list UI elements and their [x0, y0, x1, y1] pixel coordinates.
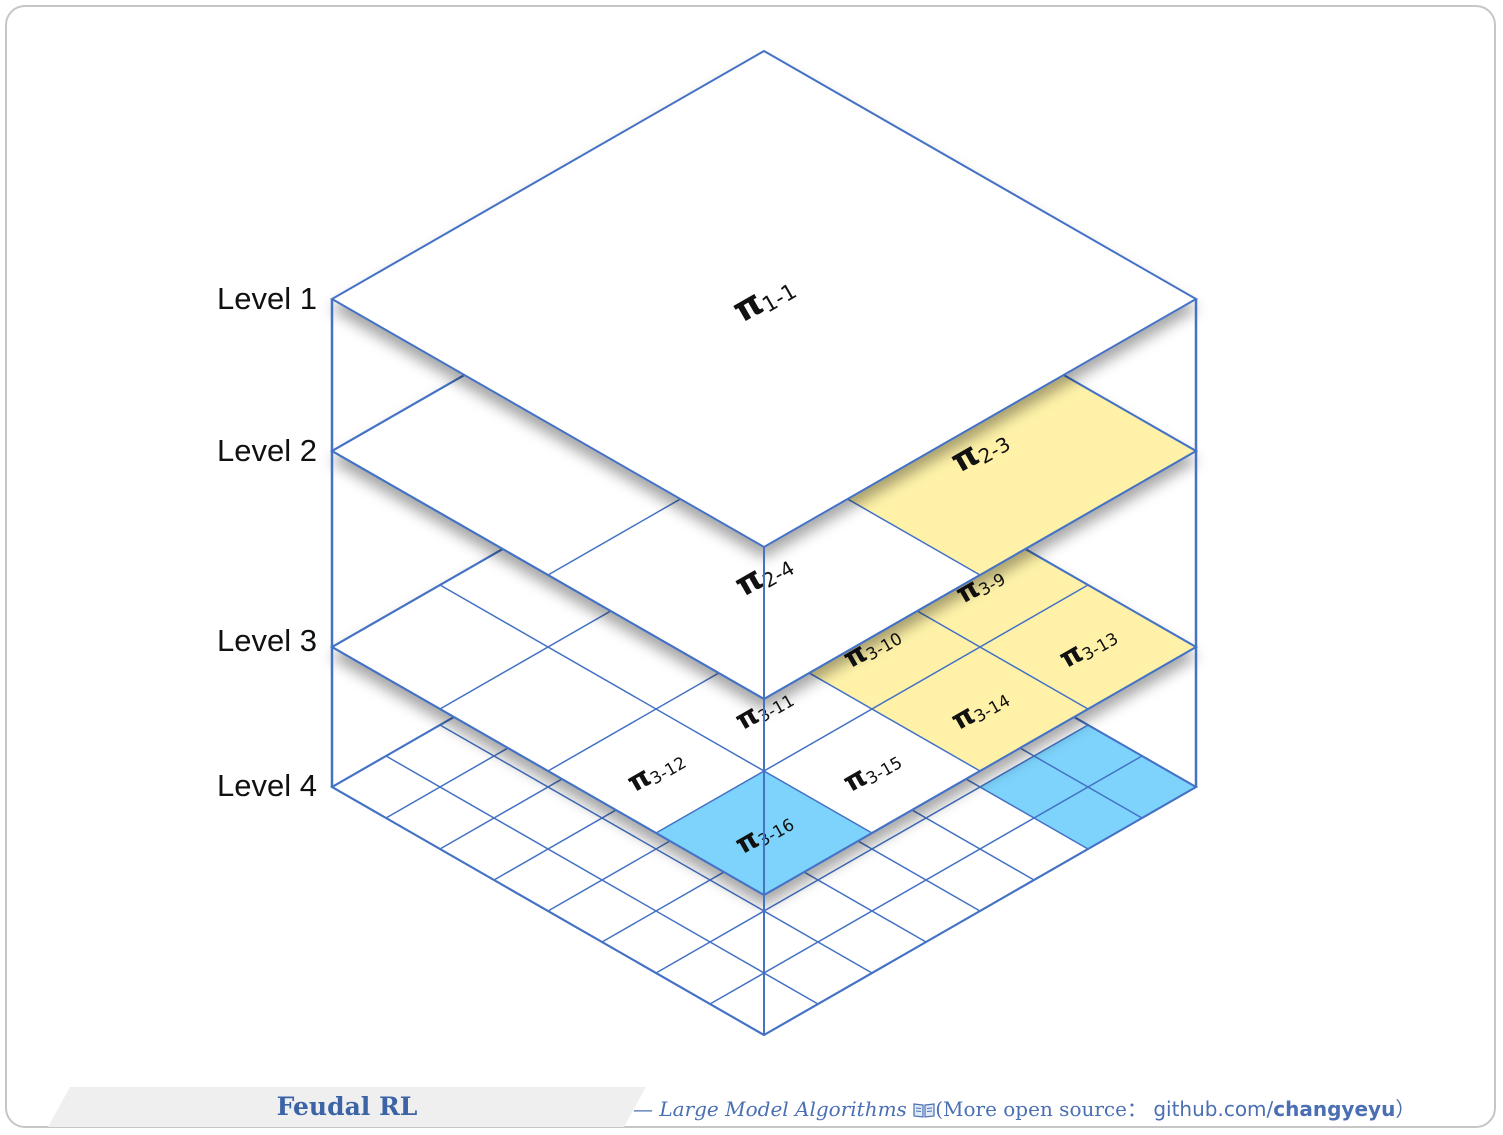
level-3-label: Level 3 [217, 623, 317, 658]
level-1-label: Level 1 [217, 281, 317, 316]
footer-book-name: Large Model Algorithms [659, 1097, 907, 1121]
level-3-grid-u-3 [655, 584, 1089, 834]
level-4-label: Level 4 [217, 768, 317, 803]
level-4-grid-v-7 [385, 755, 819, 1005]
open-book-icon [913, 1103, 935, 1118]
footer-source-suffix: ） [1395, 1097, 1416, 1121]
level-4-grid-u-6 [655, 724, 1089, 974]
footer-title: Feudal RL [276, 1092, 418, 1121]
level-4-grid-v-6 [439, 724, 873, 974]
footer-source-prefix: (More open source： [935, 1097, 1147, 1121]
footer-credit: — Large Model Algorithms (More open sour… [633, 1093, 1415, 1122]
footer-url-user[interactable]: changyeyu [1273, 1097, 1396, 1121]
level-4-grid-u-7 [709, 755, 1143, 1005]
footer-dash: — [633, 1097, 660, 1121]
level-3-grid-v-3 [439, 584, 873, 834]
level-2-label: Level 2 [217, 433, 317, 468]
footer-url-prefix[interactable]: github.com/ [1153, 1097, 1274, 1121]
level-1-plane-group: π1-1 [329, 49, 1199, 549]
footer-title-band [48, 1087, 646, 1127]
